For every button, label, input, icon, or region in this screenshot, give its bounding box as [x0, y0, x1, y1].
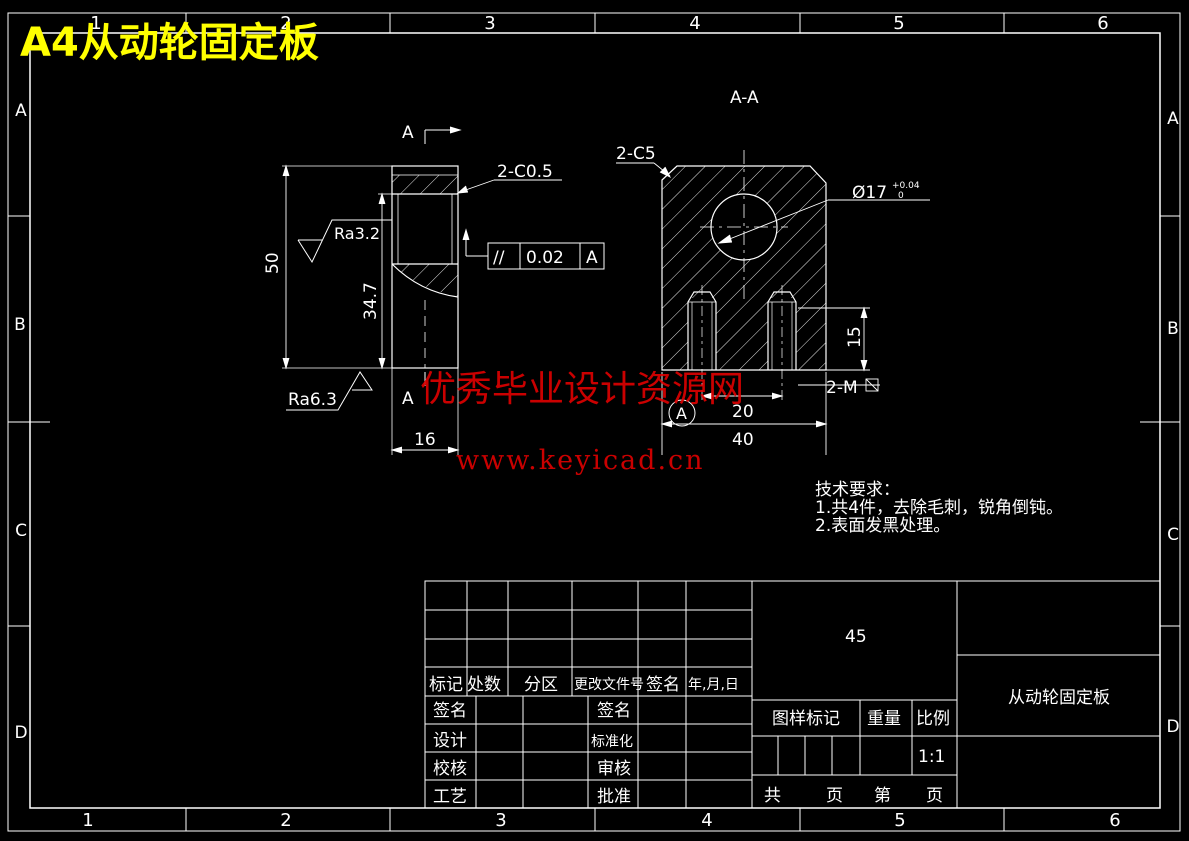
watermark-line-1: 优秀毕业设计资源网: [420, 369, 744, 410]
grid-col-top: 2: [280, 13, 291, 34]
front-view: [282, 165, 459, 455]
tb-header-count: 处数: [467, 675, 501, 695]
tolerance-value: 0.02: [526, 248, 564, 268]
grid-col-bottom: 4: [701, 810, 712, 831]
chamfer-leader-left: [456, 179, 562, 194]
dim-20-label: 20: [732, 402, 754, 422]
tb-standard: 标准化: [591, 734, 633, 750]
section-title: A-A: [730, 88, 759, 108]
tb-header-sign: 签名: [646, 675, 680, 695]
grid-row-left: C: [15, 521, 27, 541]
dimension-16: [390, 446, 460, 454]
grid-row-labels-right: A B C D: [1166, 109, 1179, 737]
chamfer-left-label: 2-C0.5: [497, 162, 553, 182]
dim-hole-height-label: 34.7: [361, 282, 381, 320]
dimension-15: [798, 306, 870, 372]
grid-col-bottom: 5: [894, 810, 905, 831]
section-label-top: A: [402, 123, 414, 143]
tb-sign-right: 签名: [597, 701, 631, 721]
hole-tolerance-lower: 0: [898, 191, 904, 201]
roughness-1-label: Ra3.2: [334, 224, 380, 243]
grid-col-bottom: 1: [82, 810, 93, 831]
grid-row-left: D: [14, 723, 27, 743]
dimension-34-7: [378, 192, 386, 370]
tb-page: 页: [826, 786, 843, 806]
tb-header-zone: 分区: [524, 675, 558, 695]
dim-height-label: 50: [263, 252, 283, 274]
tolerance-symbol: //: [493, 248, 505, 268]
section-view: [661, 150, 827, 400]
tb-scale-label: 比例: [916, 709, 950, 729]
tb-process: 工艺: [433, 787, 467, 807]
grid-col-top: 5: [893, 13, 904, 34]
roughness-symbol-1: [297, 219, 392, 264]
tb-check: 校核: [433, 759, 467, 779]
grid-col-bottom: 3: [495, 810, 506, 831]
dimension-20: [700, 392, 784, 400]
grid-col-bottom: 2: [280, 810, 291, 831]
tb-material: 45: [845, 627, 867, 647]
chamfer-leader-right: [616, 162, 672, 179]
hole-tolerance-upper: +0.04: [892, 181, 920, 191]
grid-row-labels-left: A B C D: [14, 101, 27, 743]
hole-diameter-label: Ø17: [852, 183, 887, 203]
grid-col-top: 4: [689, 13, 700, 34]
drawing-frame: [7, 12, 1181, 832]
hatch-region-lower: [392, 264, 458, 296]
grid-column-labels-top: 1 2 3 4 5 6: [90, 13, 1108, 34]
dim-tap-depth-label: 15: [845, 326, 865, 348]
grid-row-right: C: [1167, 525, 1179, 545]
grid-row-right: A: [1167, 109, 1179, 129]
tb-part-name: 从动轮固定板: [1008, 688, 1110, 708]
grid-row-right: B: [1167, 319, 1179, 339]
section-label-bottom: A: [402, 389, 414, 409]
dimension-50: [282, 164, 290, 370]
hole-diameter-leader: [717, 199, 930, 244]
grid-col-top: 3: [484, 13, 495, 34]
tb-total: 共: [764, 786, 781, 806]
tb-page2: 页: [926, 786, 943, 806]
notes-heading: 技术要求：: [815, 480, 900, 500]
section-arrow-top: [424, 126, 462, 144]
tb-approve: 批准: [597, 787, 631, 807]
dimension-40: [660, 372, 828, 455]
tb-header-mark: 标记: [429, 675, 463, 695]
grid-row-right: D: [1166, 717, 1179, 737]
grid-col-top: 6: [1097, 13, 1108, 34]
grid-col-top: 1: [90, 13, 101, 34]
grid-col-bottom: 6: [1109, 810, 1120, 831]
datum-circle: [668, 399, 696, 427]
tolerance-datum: A: [586, 248, 598, 268]
notes-line-2: 2.表面发黑处理。: [815, 516, 950, 536]
roughness-symbol-2: [286, 371, 373, 411]
chamfer-right-label: 2-C5: [616, 144, 656, 164]
tb-weight: 重量: [867, 709, 901, 729]
dim-width-left-label: 16: [414, 430, 436, 450]
tb-scale-value: 1:1: [918, 747, 945, 767]
tb-header-date: 年,月,日: [688, 677, 739, 693]
grid-row-left: B: [14, 315, 26, 335]
tb-num: 第: [874, 786, 891, 806]
tb-sign-left: 签名: [433, 701, 467, 721]
tolerance-frame: [462, 228, 605, 270]
tb-design: 设计: [433, 731, 467, 751]
hatch-region-top: [392, 175, 458, 194]
grid-column-labels-bottom: 1 2 3 4 5 6: [82, 810, 1120, 831]
tb-drawing-mark: 图样标记: [772, 709, 840, 729]
thread-label: 2-M: [826, 378, 858, 398]
watermark-line-2: www.keyicad.cn: [456, 445, 705, 476]
drawing-title: A4从动轮固定板: [20, 20, 319, 66]
grid-row-left: A: [15, 101, 27, 121]
dim-40-label: 40: [732, 430, 754, 450]
notes-line-1: 1.共4件，去除毛刺，锐角倒钝。: [815, 498, 1063, 518]
title-block-grid: [424, 580, 1161, 809]
thread-leader: [798, 378, 880, 392]
tb-header-doc: 更改文件号: [574, 677, 644, 693]
tb-review: 审核: [597, 759, 631, 779]
roughness-2-label: Ra6.3: [288, 390, 337, 410]
datum-circle-label: A: [676, 404, 687, 423]
